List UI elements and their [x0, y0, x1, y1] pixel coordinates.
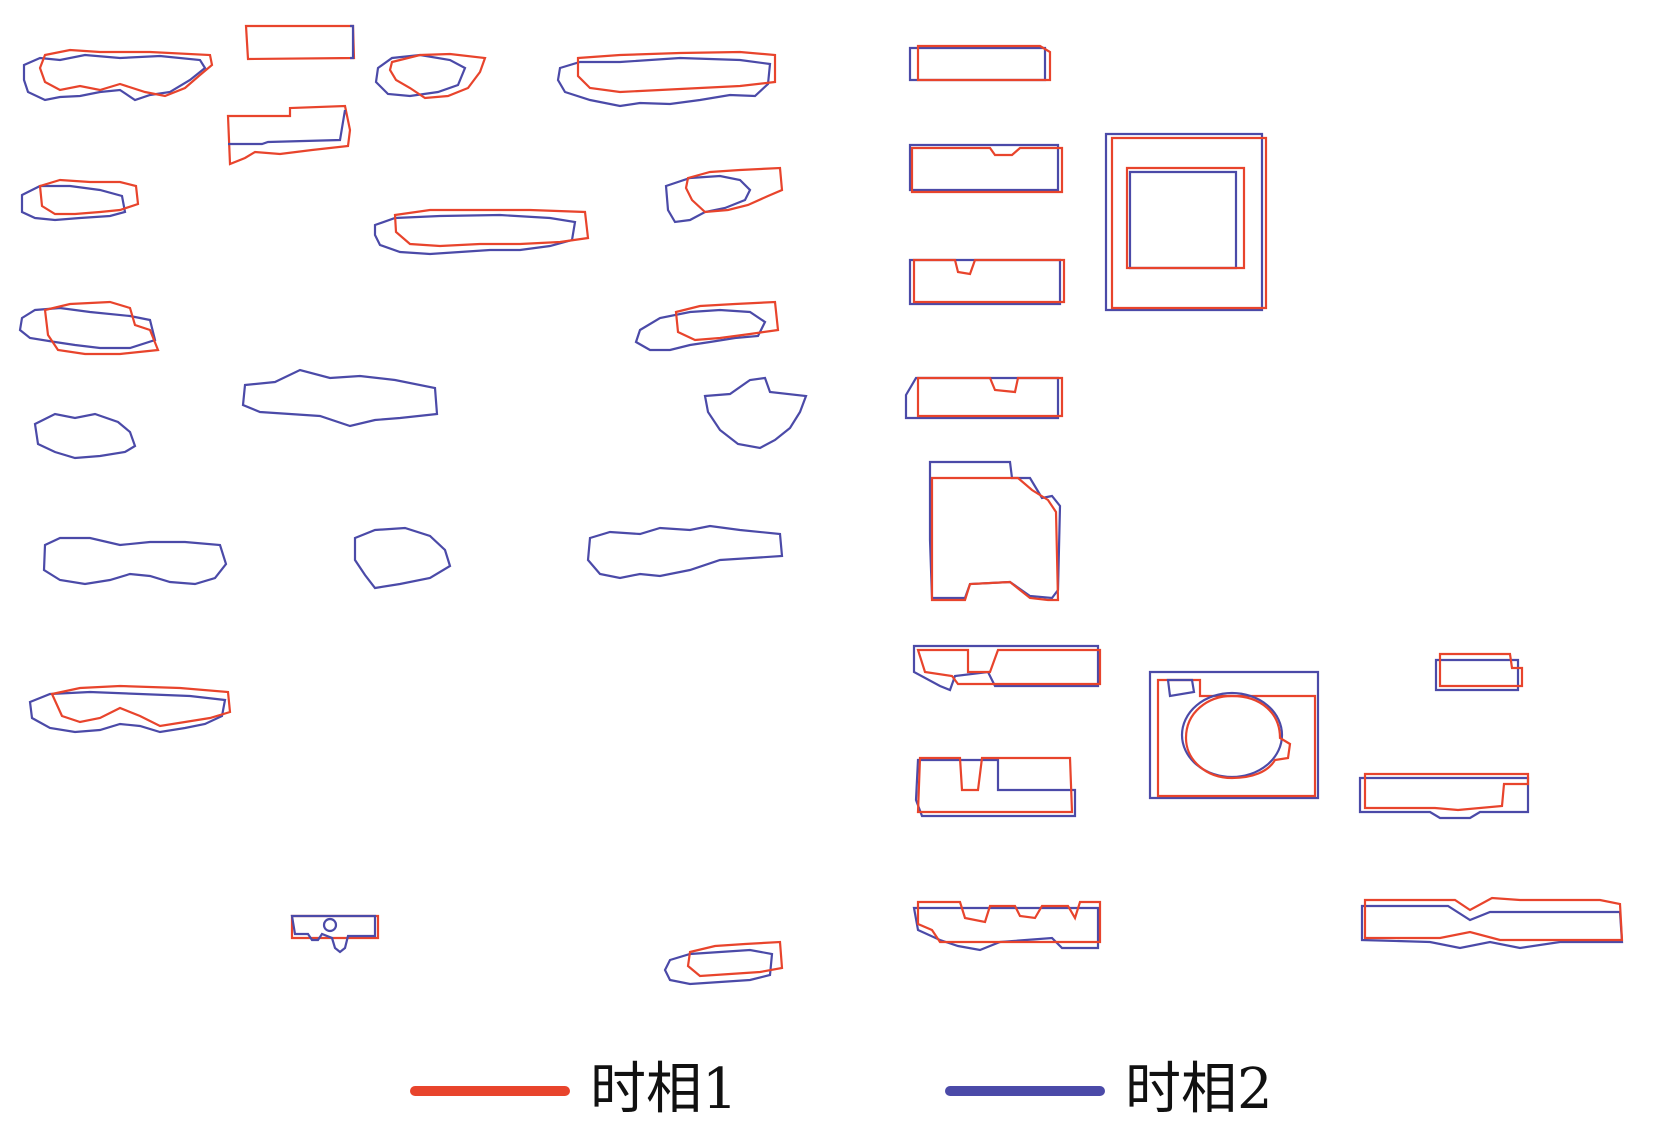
outline-phase1 [916, 756, 1074, 814]
outline-phase1 [38, 178, 140, 216]
outline-phase2 [908, 46, 1047, 82]
outline-phase2 [703, 376, 808, 450]
outline-phase1 [910, 146, 1064, 194]
outline-phase1 [684, 166, 784, 214]
outline-phase2 [322, 917, 338, 933]
legend-line-phase2 [945, 1086, 1105, 1096]
outline-phase2 [373, 213, 577, 256]
outline-phase1 [226, 104, 352, 166]
outline-phase2 [241, 368, 439, 428]
outline-phase1 [50, 684, 232, 728]
outline-phase1 [674, 300, 780, 342]
outline-phase2 [18, 306, 157, 350]
outline-phase2 [1148, 670, 1320, 800]
outline-phase2 [33, 412, 137, 460]
outline-phase1 [1438, 652, 1524, 688]
outline-phase2 [908, 258, 1062, 306]
outline-phase2 [374, 53, 467, 98]
outline-phase1 [576, 50, 777, 94]
outline-phase1 [916, 648, 1102, 686]
outline-phase2 [663, 948, 774, 986]
outline-phase1 [393, 208, 590, 248]
outline-phase1 [912, 258, 1066, 304]
left-panel [18, 24, 808, 986]
outline-phase1 [38, 48, 214, 98]
outline-phase2 [1360, 904, 1624, 950]
outline-phase2 [586, 524, 784, 580]
legend-line-phase1 [410, 1086, 570, 1096]
outline-phase2 [1128, 170, 1238, 270]
outline-phase2 [556, 56, 772, 108]
outline-phase1 [1156, 678, 1317, 798]
outline-phase2 [20, 184, 127, 222]
outline-phase1 [686, 940, 784, 978]
outline-phase1 [1363, 896, 1624, 942]
outline-phase2 [350, 24, 355, 60]
outline-phase1 [930, 476, 1060, 602]
legend-label-phase2: 时相2 [1125, 1057, 1273, 1122]
outline-phase2 [634, 308, 767, 352]
outline-phase2 [914, 758, 1077, 818]
outline-phase1 [1110, 136, 1268, 310]
outline-phase1 [43, 300, 160, 356]
outline-phase1 [1184, 694, 1292, 780]
outline-phase2 [1166, 678, 1196, 698]
outline-phase1 [1125, 166, 1246, 270]
outline-phase1 [916, 376, 1064, 418]
legend-label-phase1: 时相1 [590, 1057, 738, 1122]
outline-phase1 [244, 24, 356, 61]
outline-phase1 [916, 44, 1052, 82]
outline-phase2 [912, 906, 1100, 952]
outline-phase2 [1358, 776, 1530, 820]
outline-phase2 [928, 460, 1062, 600]
outline-phase2 [1434, 658, 1520, 692]
outline-phase1 [916, 900, 1102, 944]
right-panel [904, 44, 1624, 952]
outline-phase2 [904, 376, 1060, 420]
outline-phase2 [28, 690, 227, 734]
outline-phase1 [388, 52, 487, 100]
outline-phase2 [912, 644, 1100, 692]
outline-phase2 [908, 143, 1060, 192]
outline-phase2 [664, 174, 752, 224]
outline-phase1 [1363, 772, 1530, 812]
outline-phase2 [1104, 132, 1264, 312]
outline-phase2 [353, 526, 452, 590]
outline-phase2 [228, 109, 347, 146]
outline-phase2 [22, 53, 207, 102]
outline-phase2 [42, 536, 228, 586]
outline-phase2 [290, 914, 377, 954]
